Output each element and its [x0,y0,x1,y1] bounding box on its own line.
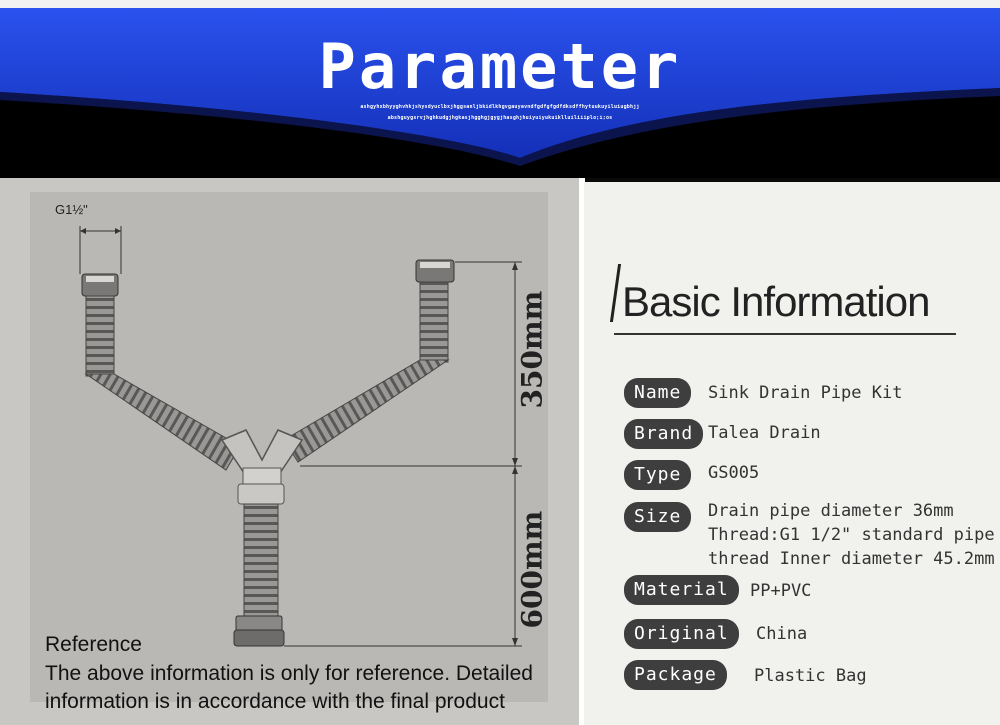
dimension-600-label: 600mm [515,510,549,629]
info-value-package: Plastic Bag [754,666,867,686]
reference-text: information is in accordance with the fi… [45,690,505,713]
info-label-name: Name [624,378,692,408]
info-label-material: Material [624,575,739,605]
info-label-original: Original [624,619,739,649]
title-underline [614,333,956,335]
info-value-original: China [756,624,808,644]
info-value-size: thread Inner diameter 45.2mm [708,549,995,569]
title-accent-mark [609,264,622,322]
banner-subtext: abshguygsrvjhghkudgjhgkasjhgghgjgygjhasg… [387,115,613,121]
info-value-name: Sink Drain Pipe Kit [708,383,903,403]
info-label-size: Size [624,502,692,532]
dimension-350-label: 350mm [515,290,549,409]
info-value-size: Drain pipe diameter 36mm [708,501,954,521]
info-value-size: Thread:G1 1/2" standard pipe [708,525,995,545]
reference-text: The above information is only for refere… [45,662,533,685]
diagram-panel: G1½" 350mm 600mm Reference The above inf… [0,178,580,725]
info-value-material: PP+PVC [750,581,812,601]
info-value-type: GS005 [708,463,760,483]
header-banner: Parameter ashgyhxbhyyghvhkjshysdyuclbxjh… [0,0,1000,178]
drain-pipe-diagram [79,226,522,647]
thread-size-label: G1½" [55,202,88,217]
panel-divider [579,178,585,725]
reference-title: Reference [45,633,142,656]
basic-info-title: Basic Information [622,278,930,325]
info-label-package: Package [624,660,727,690]
banner-subtext: ashgyhxbhyyghvhkjshysdyuclbxjhggsanljbki… [360,104,640,110]
info-value-brand: Talea Drain [708,423,821,443]
basic-info-panel: Basic Information Name Sink Drain Pipe K… [584,182,1000,725]
info-label-brand: Brand [624,419,704,449]
page-title: Parameter [318,30,682,103]
info-label-type: Type [624,460,692,490]
banner-wave-graphic [0,0,1000,166]
